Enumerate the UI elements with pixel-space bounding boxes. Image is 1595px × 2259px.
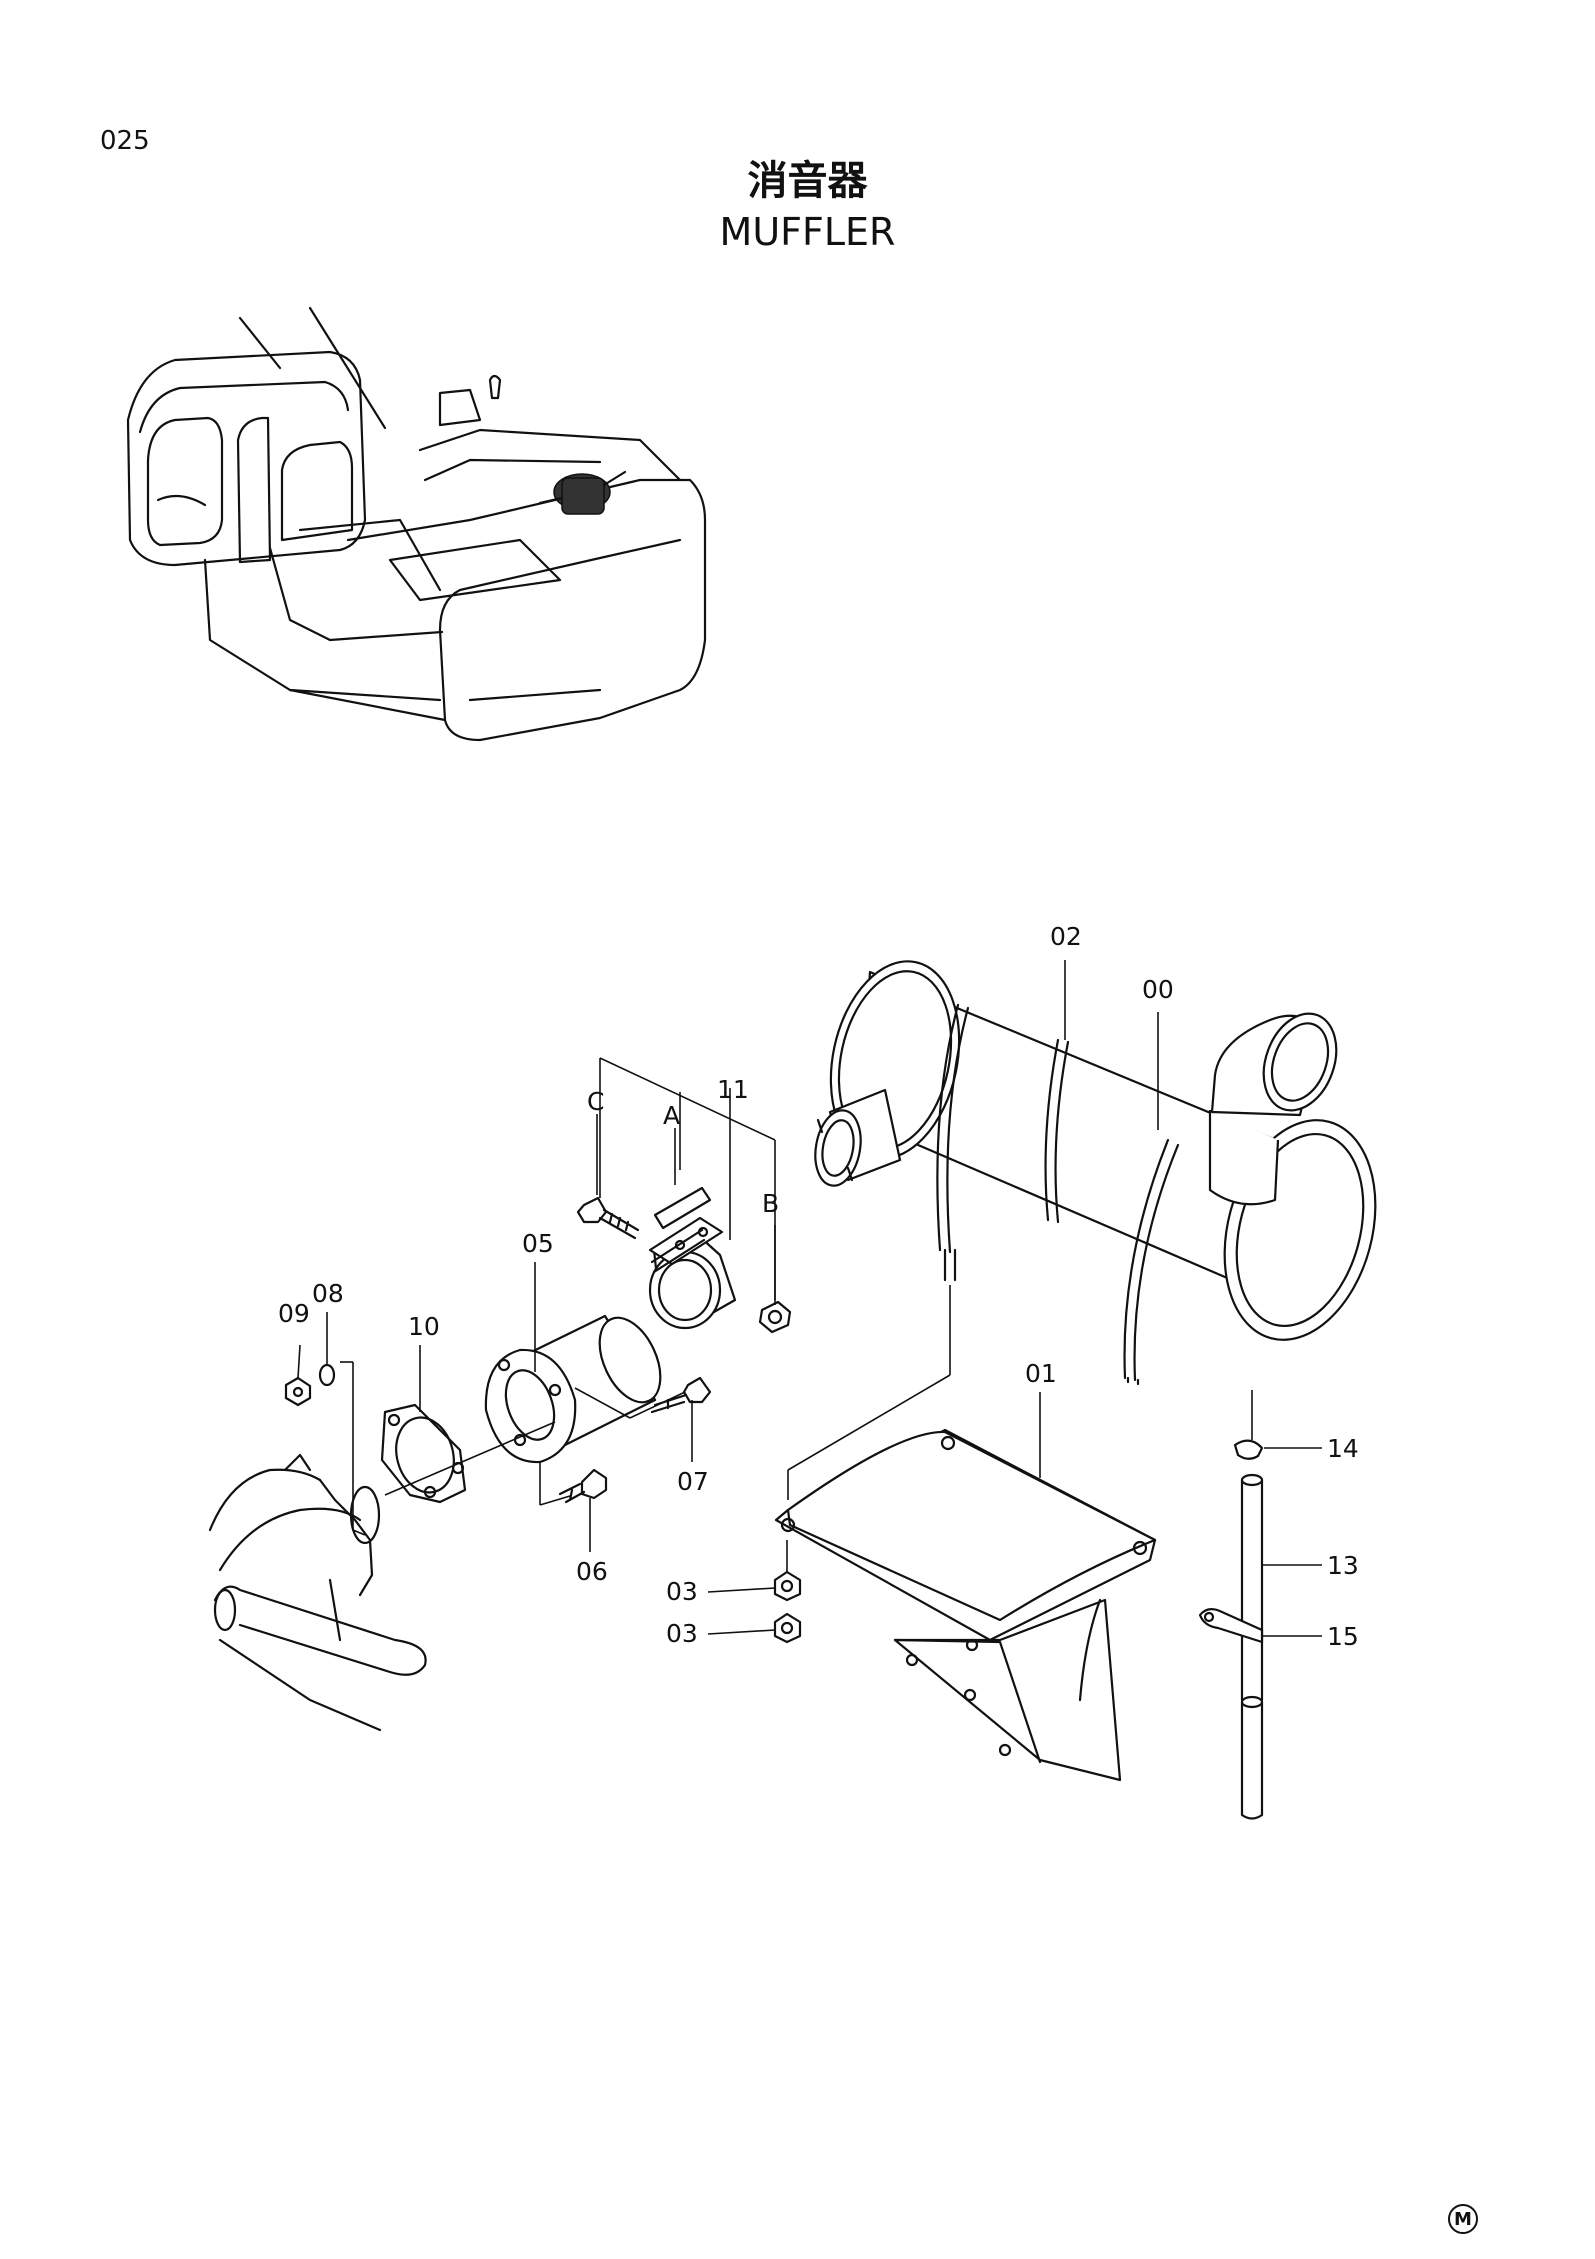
- callout-08: 08: [312, 1279, 344, 1308]
- m-mark-icon: M: [1448, 2204, 1478, 2234]
- callout-labels: 02 00 11 C A B 05 08 09 10 01 07 06 03 0…: [278, 922, 1359, 1651]
- hardware-parts: [284, 1186, 1264, 1820]
- pipe-clamp: [648, 1216, 737, 1330]
- excavator-overview-illustration: [126, 306, 707, 742]
- callout-c: C: [587, 1087, 604, 1116]
- callout-10: 10: [408, 1312, 440, 1341]
- page-number: 025: [100, 126, 150, 156]
- reference-lines: [340, 1057, 1253, 1572]
- muffler-adapter-tube: [484, 1314, 662, 1464]
- callout-00: 00: [1142, 975, 1174, 1004]
- callout-b: B: [762, 1189, 779, 1218]
- callout-07: 07: [677, 1467, 709, 1496]
- callout-14: 14: [1327, 1434, 1359, 1463]
- callout-02: 02: [1050, 922, 1082, 951]
- callout-09: 09: [278, 1299, 310, 1328]
- leader-lines: [297, 960, 1322, 1637]
- callout-a: A: [663, 1101, 680, 1130]
- callout-05: 05: [522, 1229, 554, 1258]
- gasket: [380, 1403, 467, 1504]
- callout-11: 11: [717, 1075, 749, 1104]
- callout-01: 01: [1025, 1359, 1057, 1388]
- callout-03-lower: 03: [666, 1619, 698, 1648]
- muffler-bracket: [774, 1285, 1157, 1782]
- callout-03-upper: 03: [666, 1577, 698, 1606]
- page-title: MUFFLER: [719, 210, 896, 254]
- callout-15: 15: [1327, 1622, 1359, 1651]
- engine-exhaust-outlet-illustration: [208, 1453, 427, 1732]
- callout-13: 13: [1327, 1551, 1359, 1580]
- page-title-japanese: 消音器: [747, 158, 868, 204]
- muffler-body: [814, 960, 1377, 1386]
- callout-06: 06: [576, 1557, 608, 1586]
